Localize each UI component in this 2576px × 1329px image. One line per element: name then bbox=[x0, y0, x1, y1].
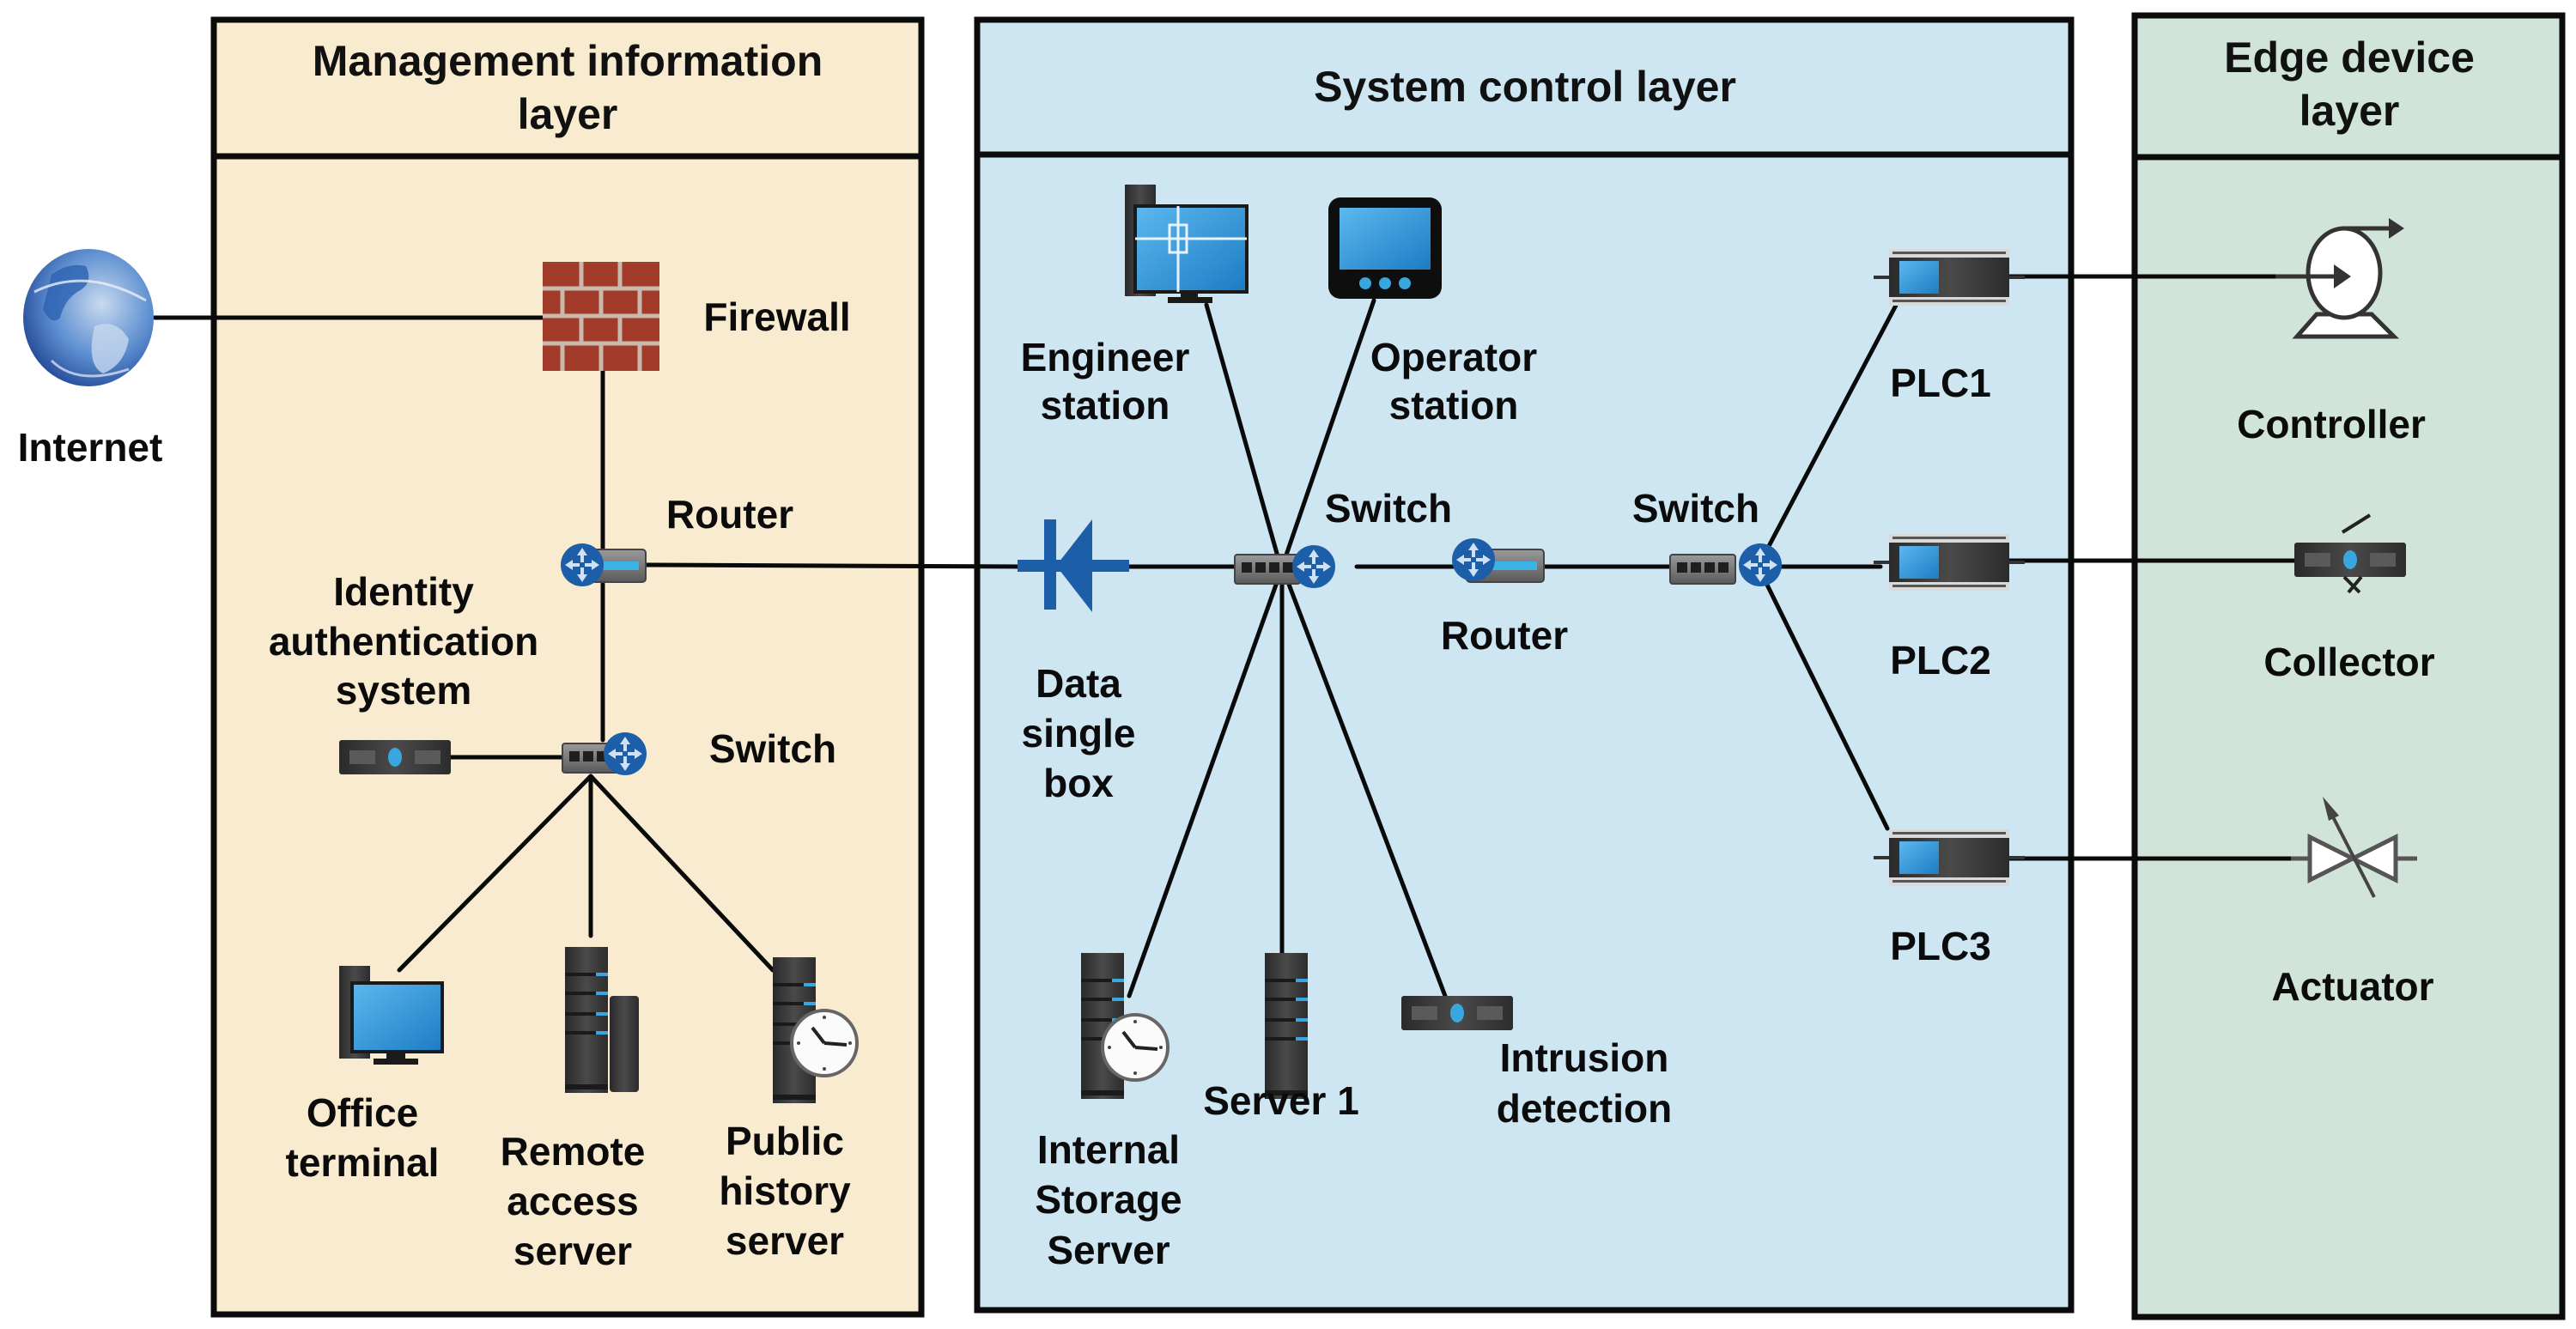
label-intrusion-line1: Intrusion bbox=[1500, 1035, 1669, 1080]
label-plc3: PLC3 bbox=[1890, 924, 1991, 968]
node-public-history-server[interactable]: Public history server bbox=[719, 957, 859, 1263]
layer-title-control: System control layer bbox=[1314, 63, 1736, 111]
layer-title-management-line2: layer bbox=[518, 90, 618, 138]
firewall-icon bbox=[543, 262, 659, 371]
diode-icon bbox=[1018, 519, 1129, 612]
node-intrusion-detection[interactable]: Intrusion detection bbox=[1401, 996, 1672, 1131]
label-databox-line1: Data bbox=[1036, 661, 1121, 706]
label-server1: Server 1 bbox=[1203, 1078, 1359, 1123]
label-plc2: PLC2 bbox=[1890, 638, 1991, 683]
label-office-line2: terminal bbox=[286, 1140, 440, 1185]
node-actuator[interactable]: Actuator bbox=[2271, 797, 2434, 1009]
label-identity-line1: Identity bbox=[333, 569, 474, 614]
node-plc2[interactable]: PLC2 bbox=[1874, 534, 2025, 683]
workstation-icon bbox=[339, 966, 444, 1065]
node-internet[interactable]: Internet bbox=[18, 249, 163, 470]
label-history-line1: Public bbox=[726, 1119, 844, 1163]
node-mi-router[interactable]: Router bbox=[561, 492, 793, 586]
link-switch-history bbox=[588, 774, 775, 973]
node-collector[interactable]: Collector bbox=[2263, 513, 2435, 684]
label-office-line1: Office bbox=[307, 1090, 418, 1135]
link-switch-intrusion bbox=[1283, 573, 1448, 998]
label-sc-router: Router bbox=[1441, 613, 1568, 658]
link-switch-storage bbox=[1127, 573, 1282, 998]
label-mi-switch: Switch bbox=[709, 726, 836, 771]
server-icon bbox=[1265, 953, 1308, 1099]
node-data-single-box[interactable]: Data single box bbox=[1018, 519, 1135, 805]
label-operator-line1: Operator bbox=[1370, 335, 1537, 379]
layer-title-edge-line2: layer bbox=[2300, 87, 2400, 135]
label-remote-line1: Remote bbox=[501, 1129, 646, 1174]
label-storage-line1: Internal bbox=[1037, 1127, 1180, 1172]
server-icon bbox=[565, 947, 639, 1093]
link-switch2-plc3 bbox=[1758, 568, 1890, 831]
node-plc3[interactable]: PLC3 bbox=[1874, 829, 2025, 968]
node-mi-switch[interactable]: Switch bbox=[562, 726, 836, 775]
label-core-switch: Switch bbox=[1325, 486, 1452, 531]
label-intrusion-line2: detection bbox=[1497, 1086, 1672, 1131]
node-core-switch[interactable]: Switch bbox=[1234, 486, 1452, 588]
label-storage-line2: Storage bbox=[1035, 1177, 1182, 1222]
node-plc-switch[interactable]: Switch bbox=[1632, 486, 1782, 586]
label-firewall: Firewall bbox=[703, 294, 850, 339]
node-internal-storage-server[interactable]: Internal Storage Server bbox=[1035, 953, 1182, 1272]
layer-title-management-line1: Management information bbox=[313, 37, 823, 85]
link-switch-office bbox=[397, 774, 593, 973]
label-identity-line2: authentication bbox=[269, 619, 538, 664]
label-actuator: Actuator bbox=[2271, 964, 2433, 1009]
link-engineer-switch bbox=[1204, 302, 1282, 565]
layer-title-edge-line1: Edge device bbox=[2224, 33, 2475, 82]
label-mi-router: Router bbox=[666, 492, 793, 537]
link-router-databox bbox=[643, 562, 1029, 569]
label-engineer-line1: Engineer bbox=[1021, 335, 1190, 379]
label-controller: Controller bbox=[2237, 402, 2426, 446]
label-databox-line3: box bbox=[1043, 761, 1114, 805]
label-plc1: PLC1 bbox=[1890, 361, 1991, 405]
label-databox-line2: single bbox=[1022, 711, 1136, 756]
layer-panel-management: Management information layer bbox=[210, 16, 925, 1318]
plc-icon bbox=[1874, 249, 2025, 306]
label-identity-line3: system bbox=[336, 668, 472, 713]
plc-icon bbox=[1874, 829, 2025, 886]
node-remote-access-server[interactable]: Remote access server bbox=[501, 947, 646, 1273]
router-icon bbox=[561, 543, 647, 586]
tablet-icon bbox=[1328, 197, 1442, 299]
node-firewall[interactable]: Firewall bbox=[543, 262, 851, 371]
node-sc-router[interactable]: Router bbox=[1441, 538, 1568, 658]
node-operator-station[interactable]: Operator station bbox=[1328, 197, 1537, 428]
label-remote-line3: server bbox=[513, 1229, 632, 1273]
node-engineer-station[interactable]: Engineer station bbox=[1021, 185, 1249, 428]
label-remote-line2: access bbox=[507, 1179, 639, 1223]
label-history-line3: server bbox=[726, 1218, 844, 1263]
label-collector: Collector bbox=[2263, 640, 2434, 684]
node-controller[interactable]: Controller bbox=[2237, 218, 2426, 446]
label-internet: Internet bbox=[18, 425, 163, 470]
collector-icon bbox=[2294, 513, 2406, 594]
engineer-workstation-icon bbox=[1125, 185, 1249, 303]
node-identity-auth[interactable]: Identity authentication system bbox=[269, 569, 538, 774]
node-plc1[interactable]: PLC1 bbox=[1874, 249, 2025, 405]
plc-icon bbox=[1874, 534, 2025, 591]
label-engineer-line2: station bbox=[1041, 383, 1170, 428]
appliance-icon bbox=[339, 740, 451, 774]
node-server1[interactable]: Server 1 bbox=[1203, 953, 1359, 1123]
link-operator-switch bbox=[1281, 298, 1376, 565]
label-plc-switch: Switch bbox=[1632, 486, 1759, 531]
pump-icon bbox=[2275, 218, 2404, 339]
connection-lines bbox=[152, 274, 2297, 998]
label-history-line2: history bbox=[719, 1168, 851, 1213]
valve-icon bbox=[2291, 797, 2417, 898]
appliance-icon bbox=[1401, 996, 1513, 1030]
label-storage-line3: Server bbox=[1047, 1228, 1170, 1272]
label-operator-line2: station bbox=[1389, 383, 1519, 428]
node-office-terminal[interactable]: Office terminal bbox=[286, 966, 444, 1185]
globe-icon bbox=[23, 249, 154, 386]
link-switch2-plc1 bbox=[1758, 296, 1902, 565]
